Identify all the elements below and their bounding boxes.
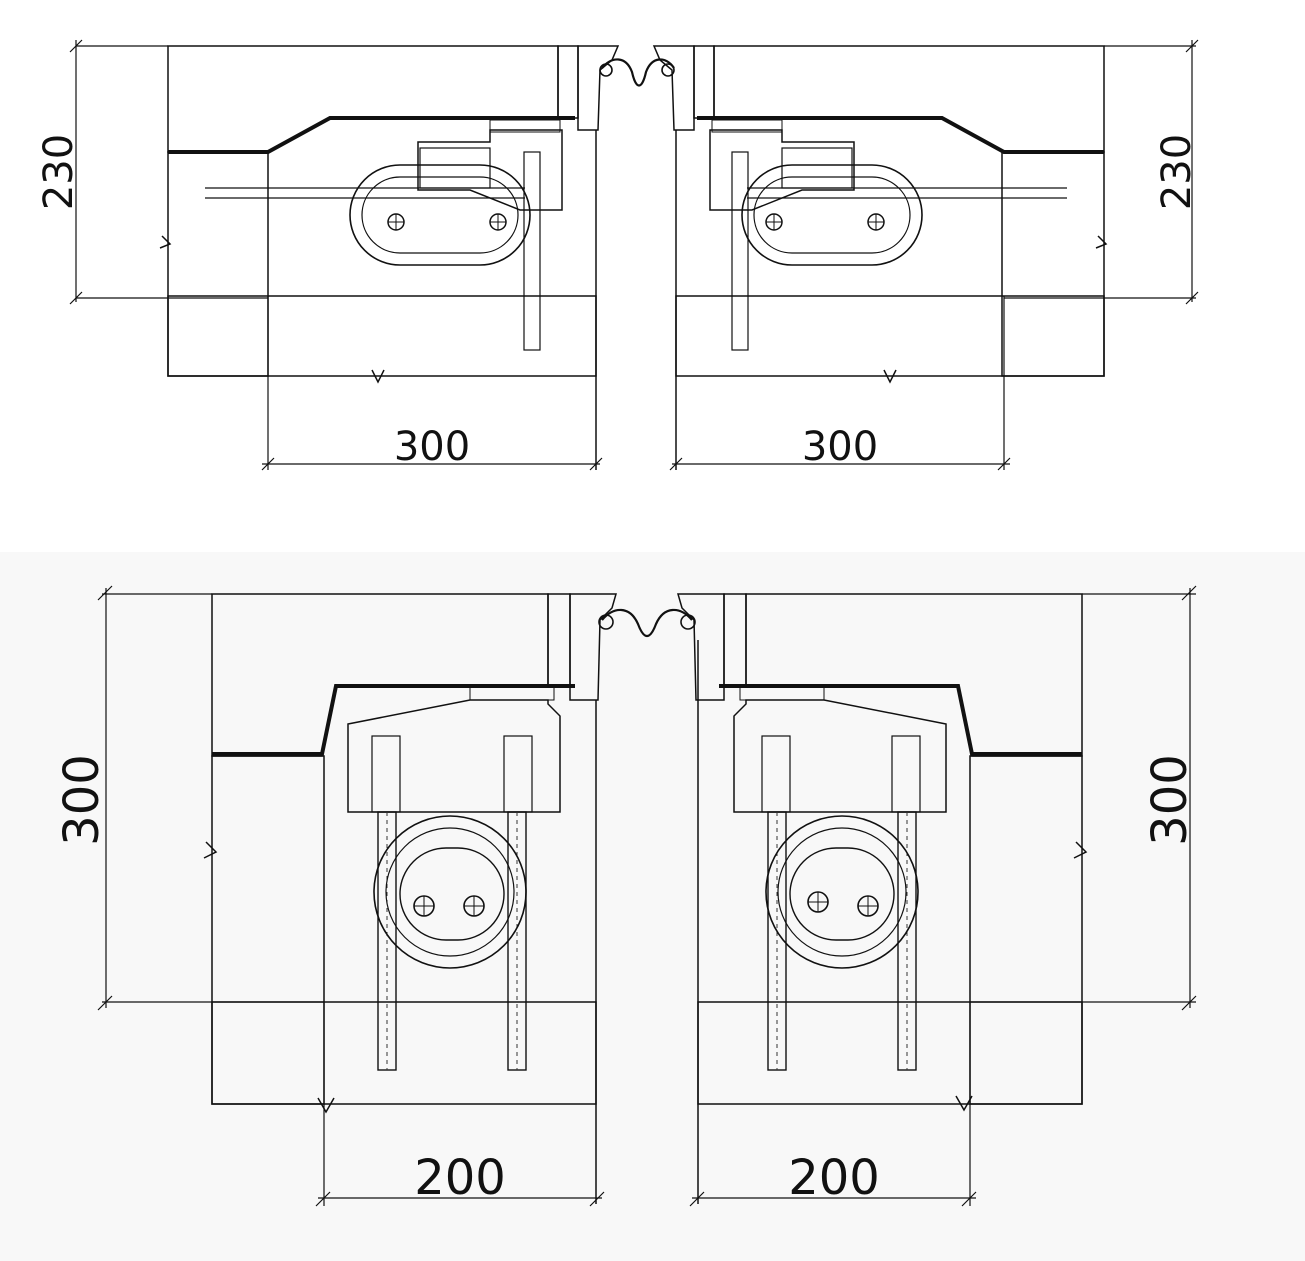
bottom-left-stud-2 xyxy=(503,735,533,813)
top-right-anchor-cap xyxy=(711,119,783,133)
top-left-pavement xyxy=(167,45,559,153)
bottom-panel-background xyxy=(0,552,1305,1261)
top-right-height-label: 230 xyxy=(1154,134,1200,210)
top-left-edge-profile xyxy=(577,45,620,131)
bottom-section-drawing: 300 300 200 200 xyxy=(54,585,1198,1207)
bottom-right-stud-1 xyxy=(761,735,791,813)
bottom-right-edge-profile xyxy=(677,593,725,701)
top-right-anchor-block xyxy=(781,147,853,189)
bottom-left-pavement xyxy=(211,593,549,757)
top-left-waterproof-line xyxy=(168,116,575,154)
bottom-right-concrete-edge xyxy=(969,755,1083,1105)
bottom-right-waterproof-line xyxy=(719,684,1082,756)
top-left-anchor-block xyxy=(419,147,491,189)
top-height-dimension-left xyxy=(69,39,268,305)
bottom-width-dimension-left xyxy=(315,1002,605,1207)
bottom-right-loop-middle xyxy=(777,827,907,957)
top-left-concrete-slab xyxy=(167,295,597,377)
bottom-seal-bulb-left xyxy=(598,614,614,630)
bottom-right-concrete-slab xyxy=(697,1001,1083,1105)
bottom-right-height-label: 300 xyxy=(1142,754,1198,846)
top-section-drawing: 230 230 300 300 xyxy=(36,39,1200,471)
bottom-left-loop-middle xyxy=(385,827,515,957)
bottom-right-pavement xyxy=(745,593,1083,757)
top-right-waterproof-line xyxy=(697,116,1104,154)
top-right-vertical-rebar xyxy=(731,151,749,351)
top-seal-bulb-left xyxy=(599,63,613,77)
bottom-left-waterproof-line xyxy=(212,684,575,756)
top-right-loop-outer xyxy=(741,164,923,266)
bottom-right-width-label: 200 xyxy=(788,1150,880,1206)
top-width-dimension-left xyxy=(261,296,603,471)
top-right-loop-inner xyxy=(753,176,911,254)
top-right-pavement xyxy=(713,45,1105,153)
bottom-right-seal-grid xyxy=(723,593,747,687)
bottom-left-edge-profile xyxy=(569,593,617,701)
bottom-rubber-seal xyxy=(601,608,693,638)
bottom-left-stud-1 xyxy=(371,735,401,813)
bottom-left-loop-outer xyxy=(373,815,527,969)
bottom-height-dimension-left xyxy=(97,585,324,1011)
top-right-width-label: 300 xyxy=(802,424,878,470)
top-left-loop-outer xyxy=(349,164,531,266)
top-left-height-label: 230 xyxy=(36,134,82,210)
bottom-right-anchor-cap xyxy=(739,685,825,701)
top-left-vertical-rebar xyxy=(523,151,541,351)
top-right-anchor-plate xyxy=(709,129,855,211)
top-right-seal-grid xyxy=(693,45,715,119)
bottom-right-loop-outer xyxy=(765,815,919,969)
bottom-left-loop-inner xyxy=(399,847,505,941)
bottom-left-height-label: 300 xyxy=(54,754,110,846)
top-right-concrete-edge xyxy=(1001,151,1105,377)
top-width-dimension-right xyxy=(669,296,1011,471)
bottom-left-anchor-cap xyxy=(469,685,555,701)
bottom-right-anchor-plate xyxy=(733,699,947,813)
top-right-edge-profile xyxy=(652,45,695,131)
bottom-height-dimension-right xyxy=(970,585,1197,1011)
top-right-concrete-slab xyxy=(675,295,1105,377)
top-rubber-seal xyxy=(601,58,675,87)
bottom-left-seal-grid xyxy=(547,593,571,687)
bottom-left-anchor-plate xyxy=(347,699,561,813)
bottom-left-width-label: 200 xyxy=(414,1150,506,1206)
bottom-right-stud-2 xyxy=(891,735,921,813)
top-left-width-label: 300 xyxy=(394,424,470,470)
top-left-anchor-plate xyxy=(417,129,563,211)
top-seal-bulb-right xyxy=(661,63,675,77)
bottom-width-dimension-right xyxy=(689,1002,977,1207)
top-left-seal-grid xyxy=(557,45,579,119)
top-left-concrete-edge xyxy=(167,151,269,377)
bottom-seal-bulb-right xyxy=(680,614,696,630)
top-left-anchor-cap xyxy=(489,119,561,133)
bottom-left-concrete-edge xyxy=(211,755,325,1105)
top-left-loop-inner xyxy=(361,176,519,254)
bottom-right-loop-inner xyxy=(789,847,895,941)
bottom-left-concrete-slab xyxy=(211,1001,597,1105)
top-height-dimension-right xyxy=(1004,39,1199,305)
